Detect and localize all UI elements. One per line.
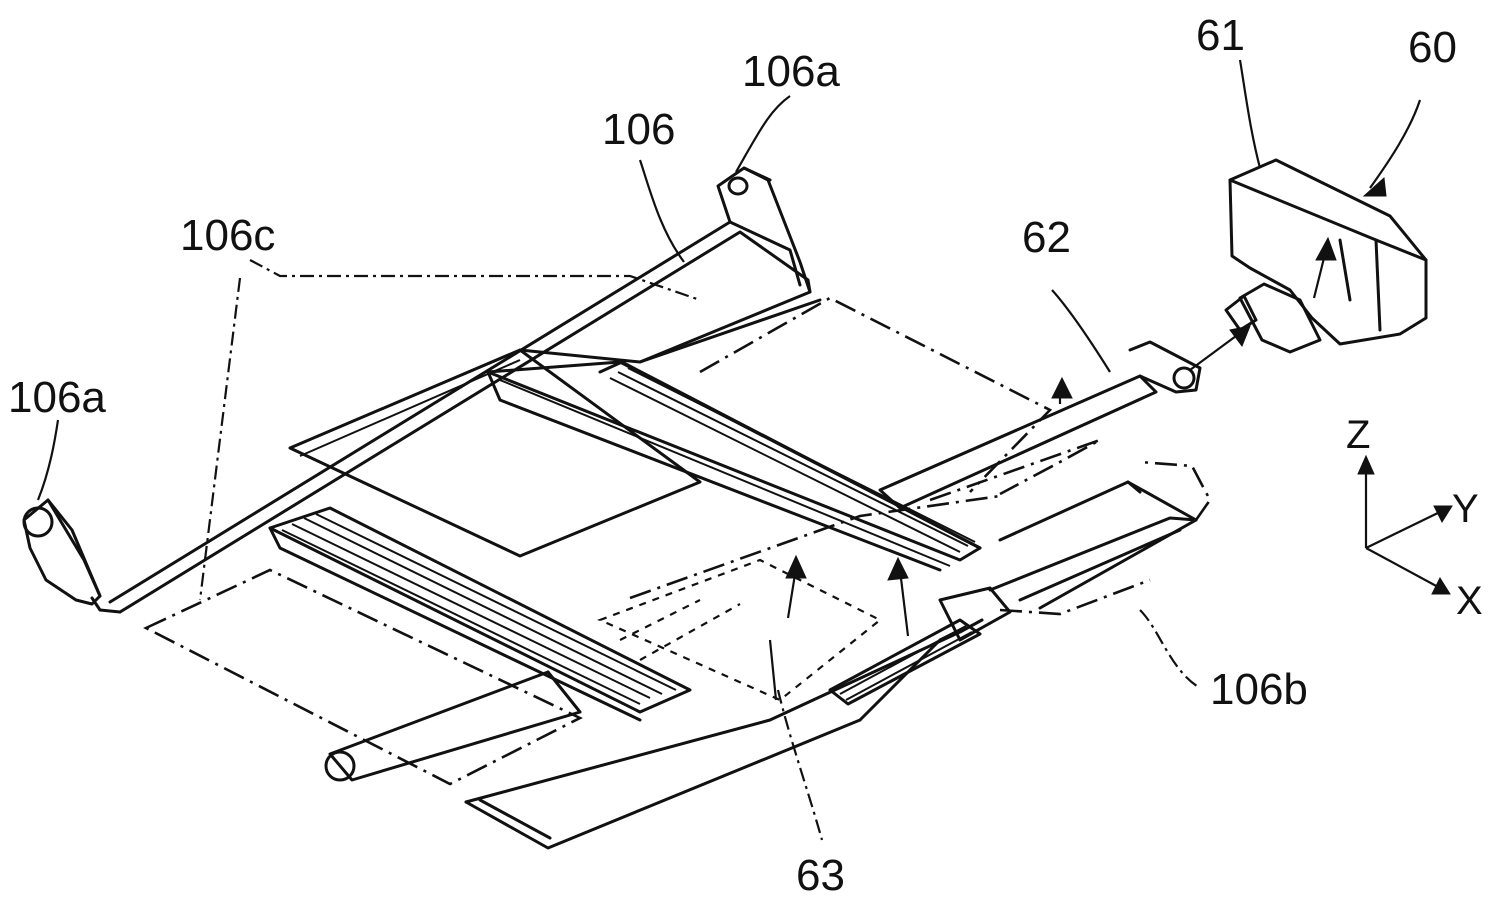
label-106a-top: 106a <box>742 47 840 96</box>
axis-label-y: Y <box>1452 487 1479 531</box>
label-106b: 106b <box>1210 665 1308 714</box>
mount-hole-left <box>24 508 52 536</box>
label-106: 106 <box>602 105 675 154</box>
rail-lower <box>270 508 690 720</box>
label-62: 62 <box>1022 213 1071 262</box>
label-61: 61 <box>1196 11 1245 60</box>
mount-hole-top <box>729 178 747 194</box>
plate-upper <box>290 300 820 556</box>
leader-106b <box>1140 610 1200 688</box>
axis-label-z: Z <box>1346 413 1370 457</box>
leader-106a-left <box>38 420 58 500</box>
leader-106a-top <box>736 96 790 172</box>
label-106a-left: 106a <box>8 373 106 422</box>
leader-61 <box>1240 60 1260 168</box>
bracket-106a-left <box>24 500 100 604</box>
shaft-62 <box>880 342 1200 508</box>
reference-labels: 106 106a 106a 106c 106b 62 61 60 63 <box>8 11 1457 900</box>
coordinate-axes: Z Y X <box>1346 413 1483 623</box>
label-63: 63 <box>796 851 845 900</box>
leader-62 <box>1052 290 1110 372</box>
leader-106 <box>640 160 684 262</box>
label-106c: 106c <box>180 211 275 260</box>
leader-60 <box>1370 100 1420 188</box>
member-106b <box>990 482 1196 608</box>
axis-label-x: X <box>1456 579 1483 623</box>
label-60: 60 <box>1408 23 1457 72</box>
rod-lower <box>326 672 580 780</box>
